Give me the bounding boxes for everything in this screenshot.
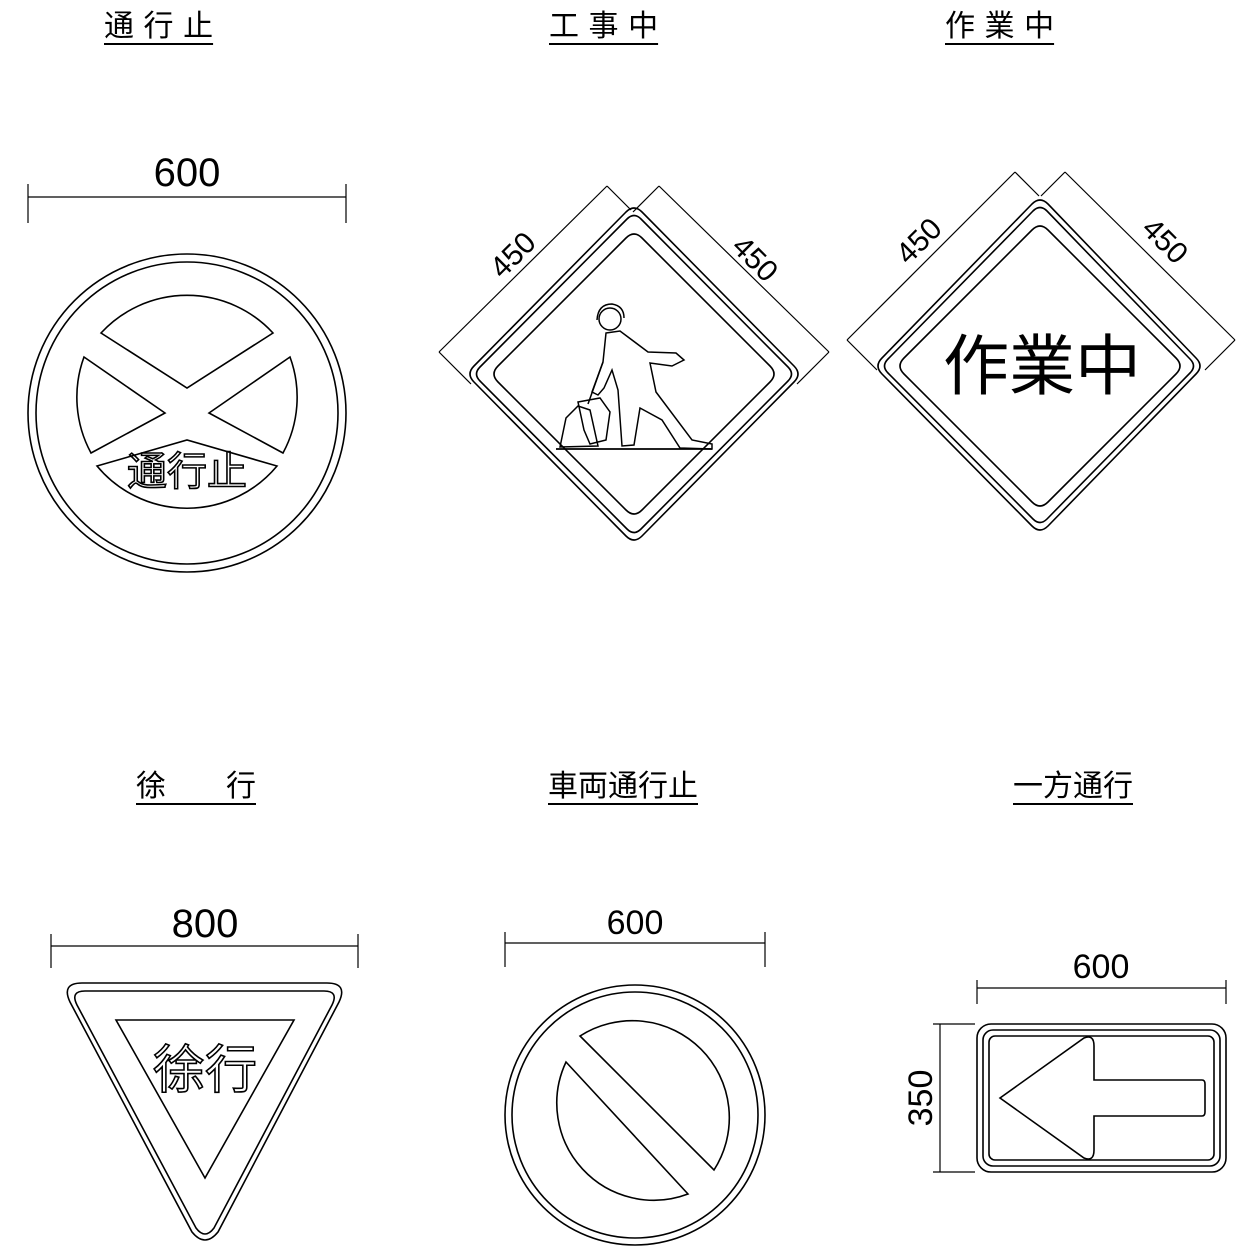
rect-inner-rim <box>988 1035 1215 1161</box>
sign-outer-rim <box>504 984 766 1246</box>
dimension-label: 350 <box>902 1070 940 1127</box>
sign-inner-rim <box>35 261 339 565</box>
diamond-outer-rim <box>877 199 1201 531</box>
sign-work-in-progress: 450 450 作業中 <box>846 171 1236 531</box>
sign-inner-rim <box>511 991 759 1239</box>
cross-right-segment <box>207 355 298 455</box>
dimension-height-350: 350 <box>902 1023 975 1173</box>
dimension-right-450: 450 <box>632 185 830 385</box>
dimension-label: 450 <box>1135 212 1194 271</box>
caption-no-vehicles: 車両通行止 <box>548 769 698 804</box>
sign-one-way: 600 350 <box>902 948 1227 1173</box>
dimension-label: 800 <box>172 902 239 946</box>
triangle-middle-rim <box>74 990 335 1235</box>
cross-top-segment <box>99 294 275 389</box>
dimension-label: 450 <box>890 212 949 271</box>
sign-under-construction: 450 450 <box>438 185 830 541</box>
sign-no-through-traffic: 600 通行止 <box>27 151 347 573</box>
caption-work-in-progress: 作 業 中 <box>945 9 1055 44</box>
diamond-inner-rim <box>899 225 1181 507</box>
sign-no-vehicles: 600 <box>504 904 766 1246</box>
dimension-label: 600 <box>607 904 664 942</box>
dimension-left-450: 450 <box>438 185 632 385</box>
triangle-outer-rim <box>66 982 343 1241</box>
diamond-inner-rim <box>493 233 775 515</box>
sign-inner-text: 作業中 <box>943 328 1141 405</box>
rect-outer-rim <box>976 1023 1227 1173</box>
lower-left-segment <box>556 1060 690 1201</box>
cross-bottom-segment <box>95 439 279 509</box>
diamond-middle-rim <box>475 214 793 534</box>
dimension-label: 450 <box>725 230 784 289</box>
dimension-label: 450 <box>484 226 543 285</box>
caption-under-construction: 工 事 中 <box>549 9 659 44</box>
sign-outer-rim <box>27 253 347 573</box>
caption-no-through-traffic: 通 行 止 <box>104 9 214 44</box>
diamond-middle-rim <box>883 206 1195 524</box>
left-arrow <box>998 1036 1206 1160</box>
dimension-width-600: 600 <box>504 904 766 967</box>
caption-slow-down: 徐 行 <box>136 769 256 804</box>
rect-middle-rim <box>982 1029 1221 1167</box>
sign-inner-text: 徐行 <box>153 1041 257 1101</box>
triangle-inner-rim <box>114 1019 296 1180</box>
dimension-width-600: 600 <box>27 151 347 223</box>
dimension-width-600: 600 <box>976 948 1227 1004</box>
cross-left-segment <box>76 355 167 455</box>
dimension-label: 600 <box>154 151 221 195</box>
sign-slow-down: 800 徐行 <box>50 902 359 1241</box>
upper-right-segment <box>578 1019 731 1172</box>
diamond-outer-rim <box>469 207 799 541</box>
dimension-width-800: 800 <box>50 902 359 968</box>
dimension-label: 600 <box>1073 948 1130 986</box>
worker-digging-pictogram <box>556 303 713 450</box>
sign-inner-text: 通行止 <box>127 449 247 495</box>
caption-one-way: 一方通行 <box>1013 769 1133 804</box>
